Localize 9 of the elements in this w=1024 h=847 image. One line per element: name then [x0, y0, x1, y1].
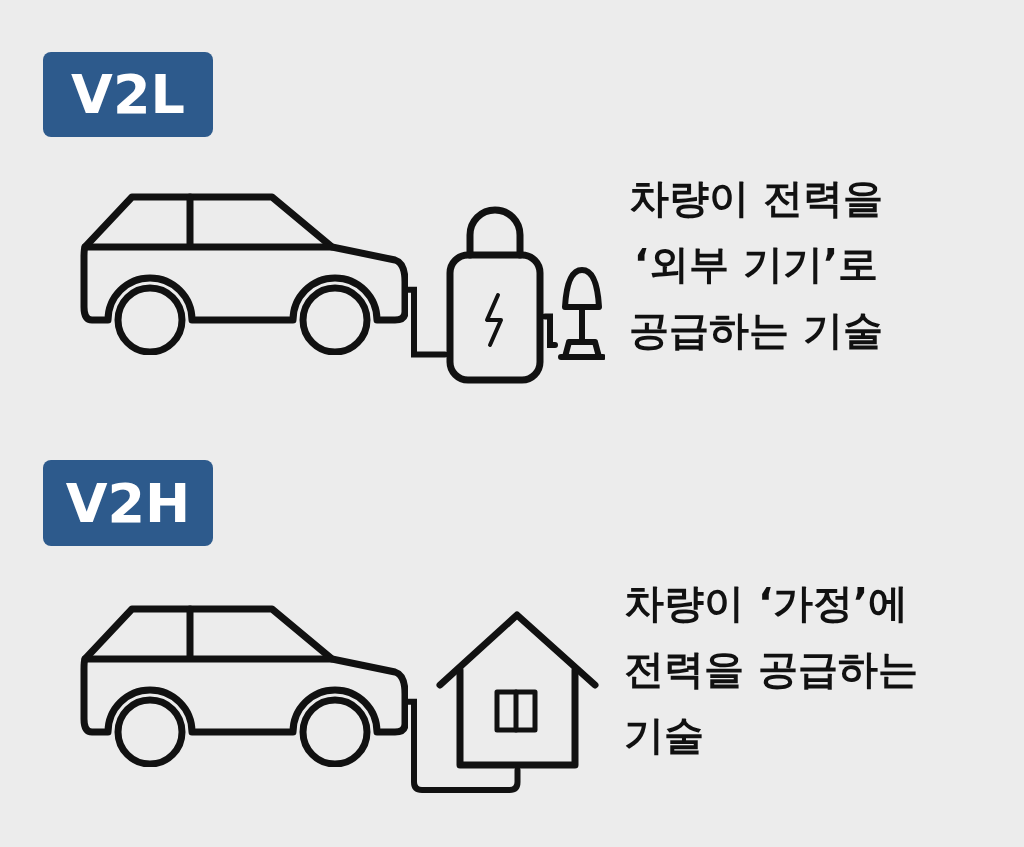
- title-badge: V2L: [43, 52, 213, 137]
- power-cable: [405, 698, 521, 793]
- title-badge: V2H: [43, 460, 213, 546]
- description-text: 차량이 ‘가정’에 전력을 공급하는 기술: [624, 579, 919, 760]
- description-text: 차량이 전력을 ‘외부 기기’로 공급하는 기술: [628, 174, 884, 355]
- power-bank-drawing: [445, 205, 545, 385]
- house-drawing: [435, 610, 600, 770]
- power-cable: [542, 313, 558, 348]
- power-cable: [405, 286, 448, 358]
